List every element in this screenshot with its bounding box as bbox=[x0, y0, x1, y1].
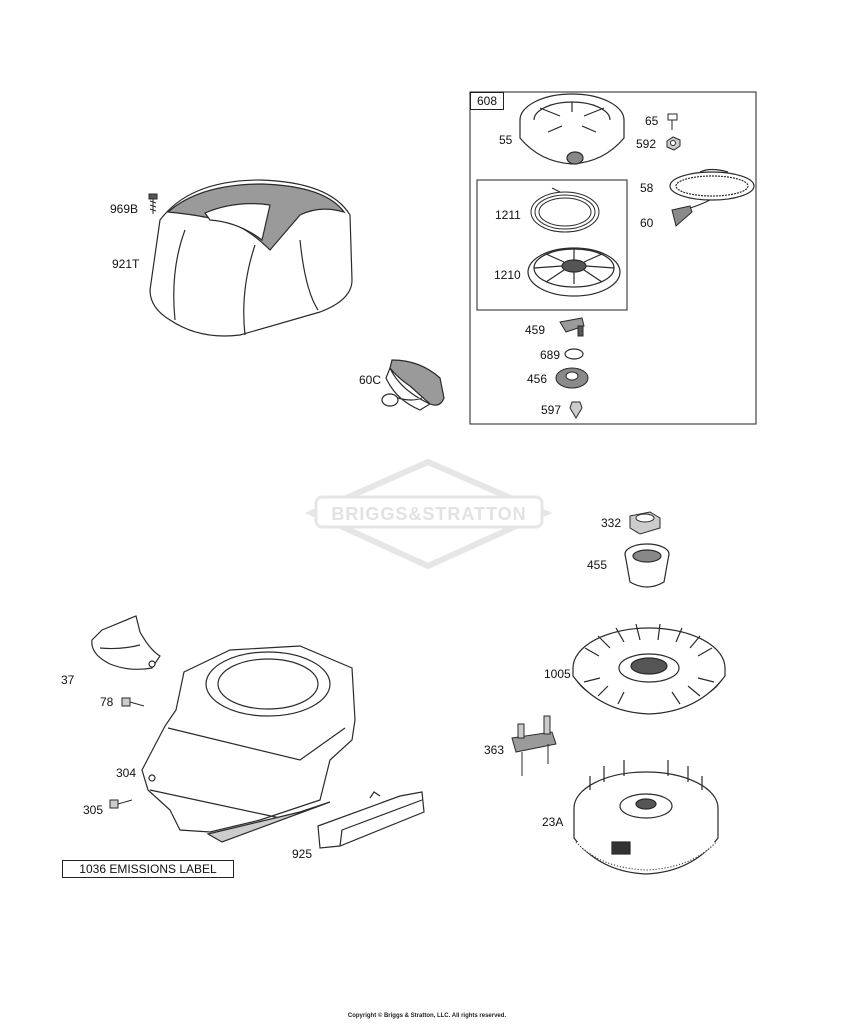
starter-handle-60C bbox=[381, 359, 445, 411]
retainer-456 bbox=[555, 367, 589, 389]
bracket-363 bbox=[511, 715, 557, 776]
bolt-65 bbox=[667, 113, 678, 130]
starter-housing-55 bbox=[519, 93, 625, 165]
callout-37: 37 bbox=[61, 673, 75, 687]
flywheel-nut-332 bbox=[629, 511, 661, 535]
starter-cup-455 bbox=[624, 543, 670, 588]
callout-459: 459 bbox=[525, 323, 546, 337]
screw-78 bbox=[121, 697, 145, 707]
callout-456: 456 bbox=[527, 372, 548, 386]
cooling-fan-1005 bbox=[572, 623, 726, 715]
retainer-ring-689 bbox=[564, 348, 584, 360]
callout-78: 78 bbox=[100, 695, 114, 709]
assembly-box-label: 608 bbox=[470, 92, 504, 110]
recoil-inner-box bbox=[476, 179, 628, 311]
callout-23A: 23A bbox=[542, 815, 564, 829]
screw-969B bbox=[148, 193, 158, 214]
pulley-1210 bbox=[527, 247, 621, 297]
guard-925 bbox=[317, 791, 425, 849]
blower-housing-304 bbox=[141, 645, 356, 843]
nut-592 bbox=[666, 136, 681, 151]
callout-455: 455 bbox=[587, 558, 608, 572]
screw-305 bbox=[109, 799, 133, 809]
callout-925: 925 bbox=[292, 847, 313, 861]
baffle-37 bbox=[91, 615, 161, 670]
callout-969B: 969B bbox=[110, 202, 139, 216]
callout-65: 65 bbox=[645, 114, 659, 128]
callout-689: 689 bbox=[540, 348, 561, 362]
callout-55: 55 bbox=[499, 133, 513, 147]
callout-332: 332 bbox=[601, 516, 622, 530]
screw-597 bbox=[569, 401, 583, 419]
emissions-label-box: 1036 EMISSIONS LABEL bbox=[62, 860, 234, 878]
copyright-notice: Copyright © Briggs & Stratton, LLC. All … bbox=[347, 1013, 507, 1019]
callout-1210: 1210 bbox=[494, 268, 521, 282]
callout-58: 58 bbox=[640, 181, 654, 195]
flywheel-23A bbox=[573, 760, 719, 875]
callout-1005: 1005 bbox=[544, 667, 571, 681]
callout-363: 363 bbox=[484, 743, 505, 757]
callout-921T: 921T bbox=[112, 257, 140, 271]
callout-304: 304 bbox=[116, 766, 137, 780]
blower-cover-921T bbox=[149, 179, 353, 337]
callout-305: 305 bbox=[83, 803, 104, 817]
briggs-stratton-watermark bbox=[304, 458, 553, 570]
recoil-assembly-box bbox=[469, 91, 757, 425]
callout-1211: 1211 bbox=[495, 208, 521, 222]
starter-rope-58 bbox=[669, 168, 755, 201]
callout-60: 60 bbox=[640, 216, 654, 230]
callout-592: 592 bbox=[636, 137, 657, 151]
callout-597: 597 bbox=[541, 403, 562, 417]
callout-60C: 60C bbox=[359, 373, 382, 387]
starter-handle-60 bbox=[671, 199, 711, 227]
recoil-spring-1211 bbox=[530, 187, 600, 233]
watermark-text: BRIGGS&STRATTON bbox=[331, 504, 527, 524]
starter-dog-459 bbox=[559, 317, 585, 337]
